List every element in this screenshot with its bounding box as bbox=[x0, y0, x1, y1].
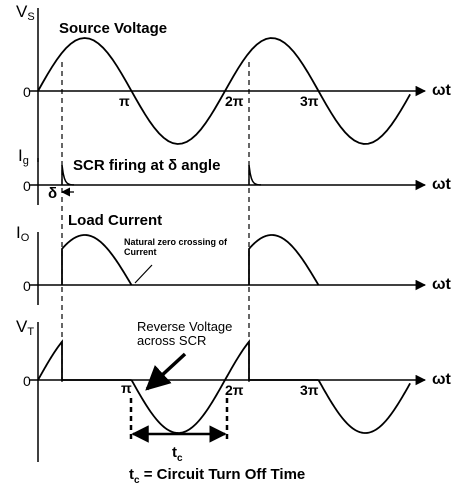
scr-voltage-segment-3 bbox=[317, 379, 411, 434]
source-voltage-title: Source Voltage bbox=[59, 20, 168, 37]
vt-zero-label: 0 bbox=[23, 373, 31, 389]
reverse-voltage-label: Reverse Voltage across SCR bbox=[137, 319, 233, 349]
io-axis-label: IO bbox=[16, 223, 30, 244]
io-zero-label: 0 bbox=[23, 278, 31, 294]
ig-omega-label: ωt bbox=[432, 176, 451, 193]
vt-omega-label: ωt bbox=[432, 371, 451, 388]
natural-zero-pointer bbox=[134, 264, 153, 284]
gate-pulse-1 bbox=[61, 164, 75, 186]
vt-axis-label: VT bbox=[16, 317, 35, 338]
natural-zero-label: Natural zero crossing of Current bbox=[124, 237, 228, 258]
turn-off-footer: tc = Circuit Turn Off Time bbox=[129, 466, 306, 486]
vt-2pi-tick: 2π bbox=[225, 382, 244, 398]
gate-pulse-2 bbox=[248, 164, 262, 186]
vs-2pi-tick: 2π bbox=[225, 93, 244, 109]
io-omega-label: ωt bbox=[432, 276, 451, 293]
scr-voltage-segment-1 bbox=[37, 339, 132, 381]
load-current-half-1 bbox=[61, 234, 133, 286]
tc-label: tc bbox=[172, 444, 183, 464]
vt-3pi-tick: 3π bbox=[300, 382, 319, 398]
ig-zero-label: 0 bbox=[23, 178, 31, 194]
scr-firing-title: SCR firing at δ angle bbox=[73, 157, 221, 174]
vs-pi-tick: π bbox=[119, 93, 130, 109]
vs-3pi-tick: 3π bbox=[300, 93, 319, 109]
vs-axis-label: VS bbox=[16, 2, 35, 23]
vs-omega-label: ωt bbox=[432, 82, 451, 99]
vs-zero-label: 0 bbox=[23, 84, 31, 100]
load-current-title: Load Current bbox=[68, 212, 163, 229]
delta-label: δ bbox=[48, 185, 58, 202]
source-voltage-wave bbox=[37, 37, 411, 145]
load-current-half-2 bbox=[248, 234, 320, 286]
reverse-voltage-arrow bbox=[145, 352, 187, 391]
vt-pi-tick: π bbox=[121, 380, 132, 396]
ig-axis-label: Ig bbox=[18, 146, 29, 167]
